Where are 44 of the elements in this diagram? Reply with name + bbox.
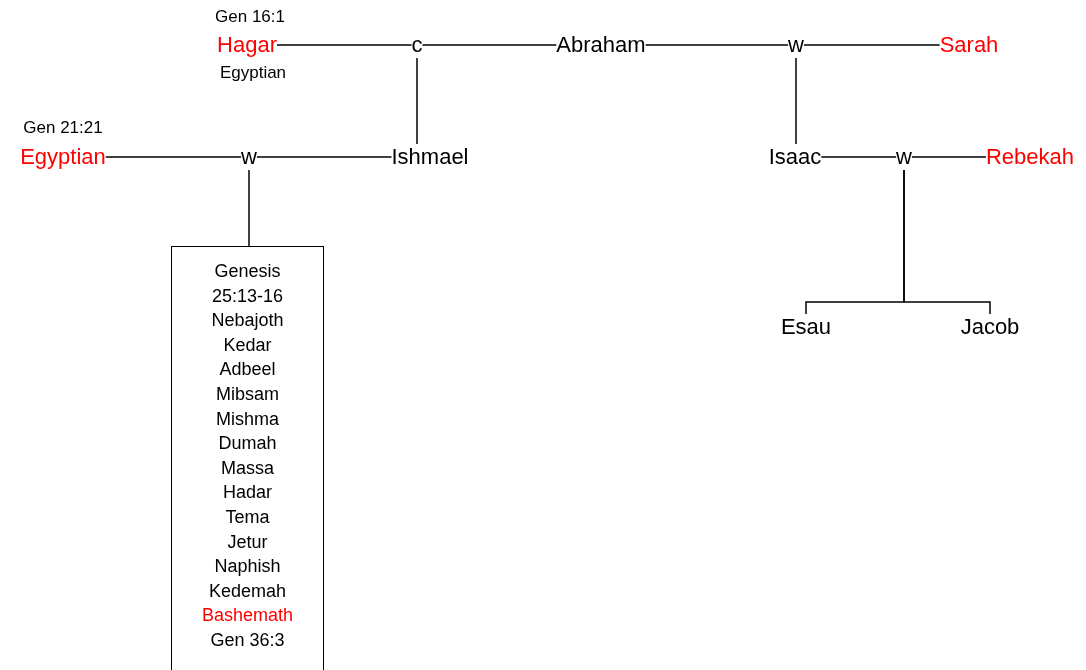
reference-text: Genesis 25:13-16 bbox=[210, 260, 285, 308]
name-text: Hadar bbox=[223, 481, 272, 505]
union-marker: w bbox=[896, 144, 912, 170]
person-name: Sarah bbox=[939, 32, 999, 58]
connector-line bbox=[416, 57, 418, 145]
person-name: Ishmael bbox=[391, 144, 469, 170]
list-box bbox=[171, 246, 324, 670]
name-text: Naphish bbox=[214, 555, 281, 579]
connector-line bbox=[903, 169, 991, 315]
connector-line bbox=[795, 57, 797, 145]
person-name: Hagar bbox=[217, 32, 277, 58]
note-text: Gen 21:21 bbox=[23, 118, 103, 138]
connector-line bbox=[248, 169, 250, 247]
connector-line bbox=[803, 44, 941, 46]
connector-line bbox=[820, 156, 897, 158]
note-text: Gen 16:1 bbox=[215, 7, 285, 27]
person-name: Egyptian bbox=[20, 144, 106, 170]
person-name: Abraham bbox=[556, 32, 646, 58]
union-marker: w bbox=[241, 144, 257, 170]
name-text: Jetur bbox=[227, 530, 268, 554]
name-text: Kedemah bbox=[208, 579, 287, 603]
note-text: Egyptian bbox=[219, 63, 287, 83]
person-name: Isaac bbox=[768, 144, 822, 170]
union-marker: c bbox=[411, 32, 423, 58]
name-text: Tema bbox=[225, 505, 270, 529]
connector-line bbox=[256, 156, 393, 158]
name-text: Dumah bbox=[218, 432, 277, 456]
name-text: Adbeel bbox=[219, 358, 276, 382]
connector-line bbox=[911, 156, 987, 158]
connector-line bbox=[105, 156, 242, 158]
name-text: Massa bbox=[221, 456, 274, 480]
connector-line bbox=[644, 44, 789, 46]
person-name: Jacob bbox=[960, 314, 1020, 340]
name-text: Kedar bbox=[223, 333, 272, 357]
name-text: Nebajoth bbox=[211, 309, 284, 333]
connector-line bbox=[276, 44, 413, 46]
name-text: Bashemath bbox=[201, 604, 294, 628]
person-name: Rebekah bbox=[985, 144, 1075, 170]
union-marker: w bbox=[788, 32, 804, 58]
connector-line bbox=[421, 44, 558, 46]
person-name: Esau bbox=[780, 314, 832, 340]
name-text: Mibsam bbox=[216, 382, 279, 406]
reference-text: Gen 36:3 bbox=[210, 628, 285, 652]
name-text: Mishma bbox=[216, 407, 279, 431]
